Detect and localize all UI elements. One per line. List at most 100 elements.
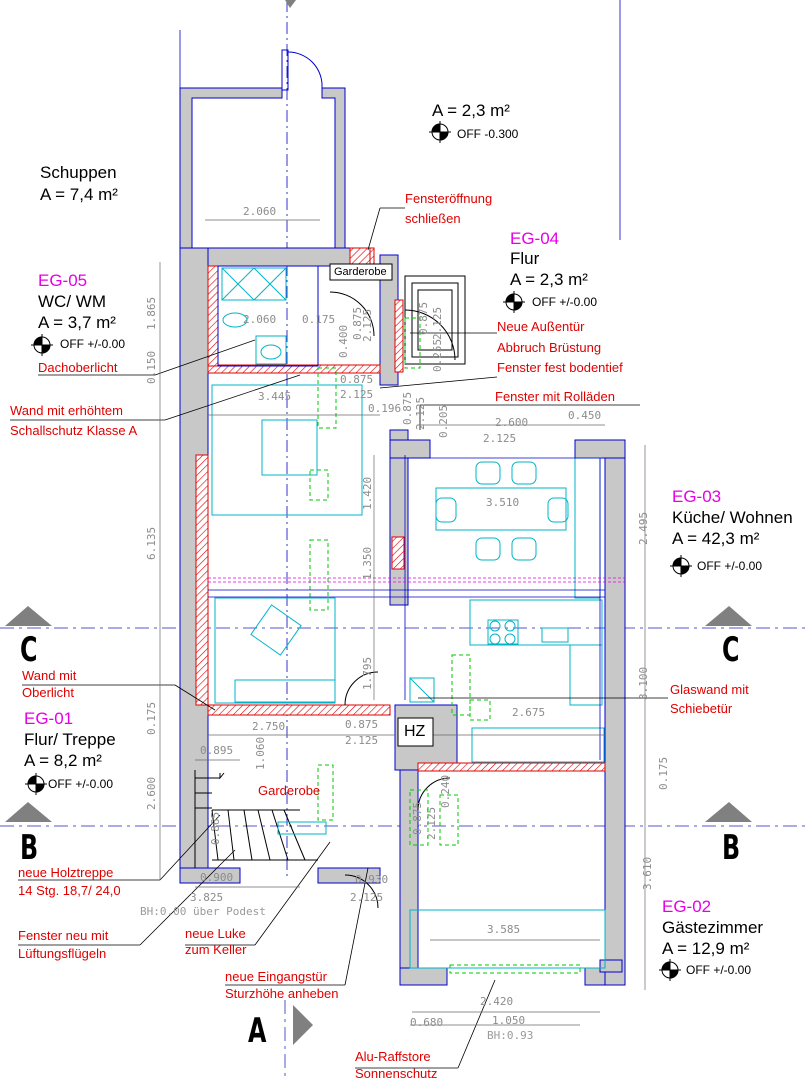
dim-text: 0.175 [657,756,670,790]
dim-text: 6.135 [145,526,158,560]
note-sturzhoehe: Sturzhöhe anheben [225,986,339,1001]
leader-lines [10,207,668,1069]
dim-text: 2.125 [414,396,427,430]
note-wand-mit: Wand mit [22,668,77,683]
dim-text: 0.175 [145,701,158,735]
wc-fixtures [221,267,287,365]
schuppen-name: Schuppen [40,163,117,182]
eg01-id: EG-01 [24,709,74,728]
level-markers [25,121,692,981]
note-glaswand: Glaswand mit [670,682,749,697]
dim-text: 3.445 [258,390,292,403]
dim-text: 1.865 [145,296,158,330]
dim-text: 0.150 [145,350,158,384]
dim-text: 0.680 [410,1016,444,1029]
doors [329,291,456,909]
note-alu-raffstore: Alu-Raffstore [355,1049,431,1064]
dim-text: 2.125 [340,388,374,401]
dim-text: 2.060 [243,313,277,326]
note-stg: 14 Stg. 18,7/ 24,0 [18,883,121,898]
note-fenster-rolladen: Fenster mit Rolläden [495,389,615,404]
outside-area: A = 2,3 m² [432,101,510,120]
section-markers [5,0,752,1045]
eg01-level: OFF +/-0.00 [48,777,114,791]
dim-text: 1.060 [254,736,267,770]
section-c-right-label: C [722,630,740,670]
note-neue-luke: neue Luke [185,926,246,941]
dim-text: 2.125 [350,891,384,904]
dim-text: 2.125 [361,308,374,342]
hatched-walls [195,247,606,772]
dim-text: 0.875 [401,391,414,425]
dim-text: 1.350 [361,546,374,580]
dim-text: 1.420 [361,476,374,510]
eg02-id: EG-02 [662,897,712,916]
dim-text: 0.205 [437,404,450,438]
level-marker-icon [429,121,451,143]
note-neue-aussentuer: Neue Außentür [497,319,585,334]
dim-text: 0.875 [340,373,374,386]
bh-093-label: BH:0.93 [487,1029,534,1042]
eg02-area: A = 12,9 m² [662,939,750,958]
note-wand-erhoeht: Wand mit erhöhtem [10,403,123,418]
note-fenster-fest: Fenster fest bodentief [497,360,623,375]
magenta-line [208,577,625,583]
note-dachoberlicht: Dachoberlicht [38,360,118,375]
level-marker-icon [25,773,47,795]
dim-text: 2.600 [145,776,158,810]
dim-text: 2.600 [495,416,529,429]
hz-label: HZ [404,723,426,740]
garderobe-top-label: Garderobe [334,266,387,278]
eg02-name: Gästezimmer [662,918,764,937]
note-schliessen: schließen [405,211,461,226]
dim-text: 3.510 [486,496,520,509]
dim-text: 1.050 [492,1014,526,1027]
dim-text: 2.125 [425,806,438,840]
eg04-level: OFF +/-0.00 [532,295,598,309]
dashed-elements [309,317,581,974]
dim-text: 0.450 [568,409,602,422]
note-neue-eingangstuer: neue Eingangstür [225,969,327,984]
dim-text: 0.895 [200,744,234,757]
stairs [194,770,327,868]
dim-text: 3.825 [190,891,224,904]
dim-text: 3.585 [487,923,521,936]
note-lueftungsfluegeln: Lüftungsflügeln [18,946,107,961]
eg01-name: Flur/ Treppe [24,730,116,749]
note-abbruch-bruestung: Abbruch Brüstung [497,340,602,355]
interior-lines [208,455,605,760]
level-marker-icon [670,555,692,577]
level-marker-icon [31,334,53,356]
dim-text: 0.930 [355,873,389,886]
eg02-level: OFF +/-0.00 [686,963,752,977]
dim-text: 0.400 [337,324,350,358]
dim-text: 0.865 [209,811,222,845]
dim-text: 0.875 [345,718,379,731]
eg03-level: OFF +/-0.00 [697,559,763,573]
eg05-id: EG-05 [38,271,88,290]
garderobe-bottom-label: Garderobe [258,783,321,798]
dim-text: 0.240 [439,774,452,808]
shed-door [281,49,323,91]
section-a-label: A [248,1011,267,1051]
dim-text: 1.795 [361,656,374,690]
note-schallschutz: Schallschutz Klasse A [10,423,138,438]
shed-walls [179,87,346,249]
eg03-area: A = 42,3 m² [672,529,760,548]
dim-text: 0.900 [200,871,234,884]
level-marker-icon [503,291,525,313]
label-boxes [329,263,434,747]
eg05-level: OFF +/-0.00 [60,337,126,351]
note-oberlicht: Oberlicht [22,685,75,700]
eg03-id: EG-03 [672,487,722,506]
porch [404,275,466,365]
note-schiebetuer: Schiebetür [670,701,733,716]
dim-text: 2.125 [431,306,444,340]
dim-text: 0.175 [302,313,336,326]
dimension-lines [159,219,646,1026]
section-b-right-label: B [722,828,741,868]
dim-text: 2.420 [480,995,514,1008]
dim-text: 3.610 [641,856,654,890]
section-c-left-label: C [20,630,38,670]
